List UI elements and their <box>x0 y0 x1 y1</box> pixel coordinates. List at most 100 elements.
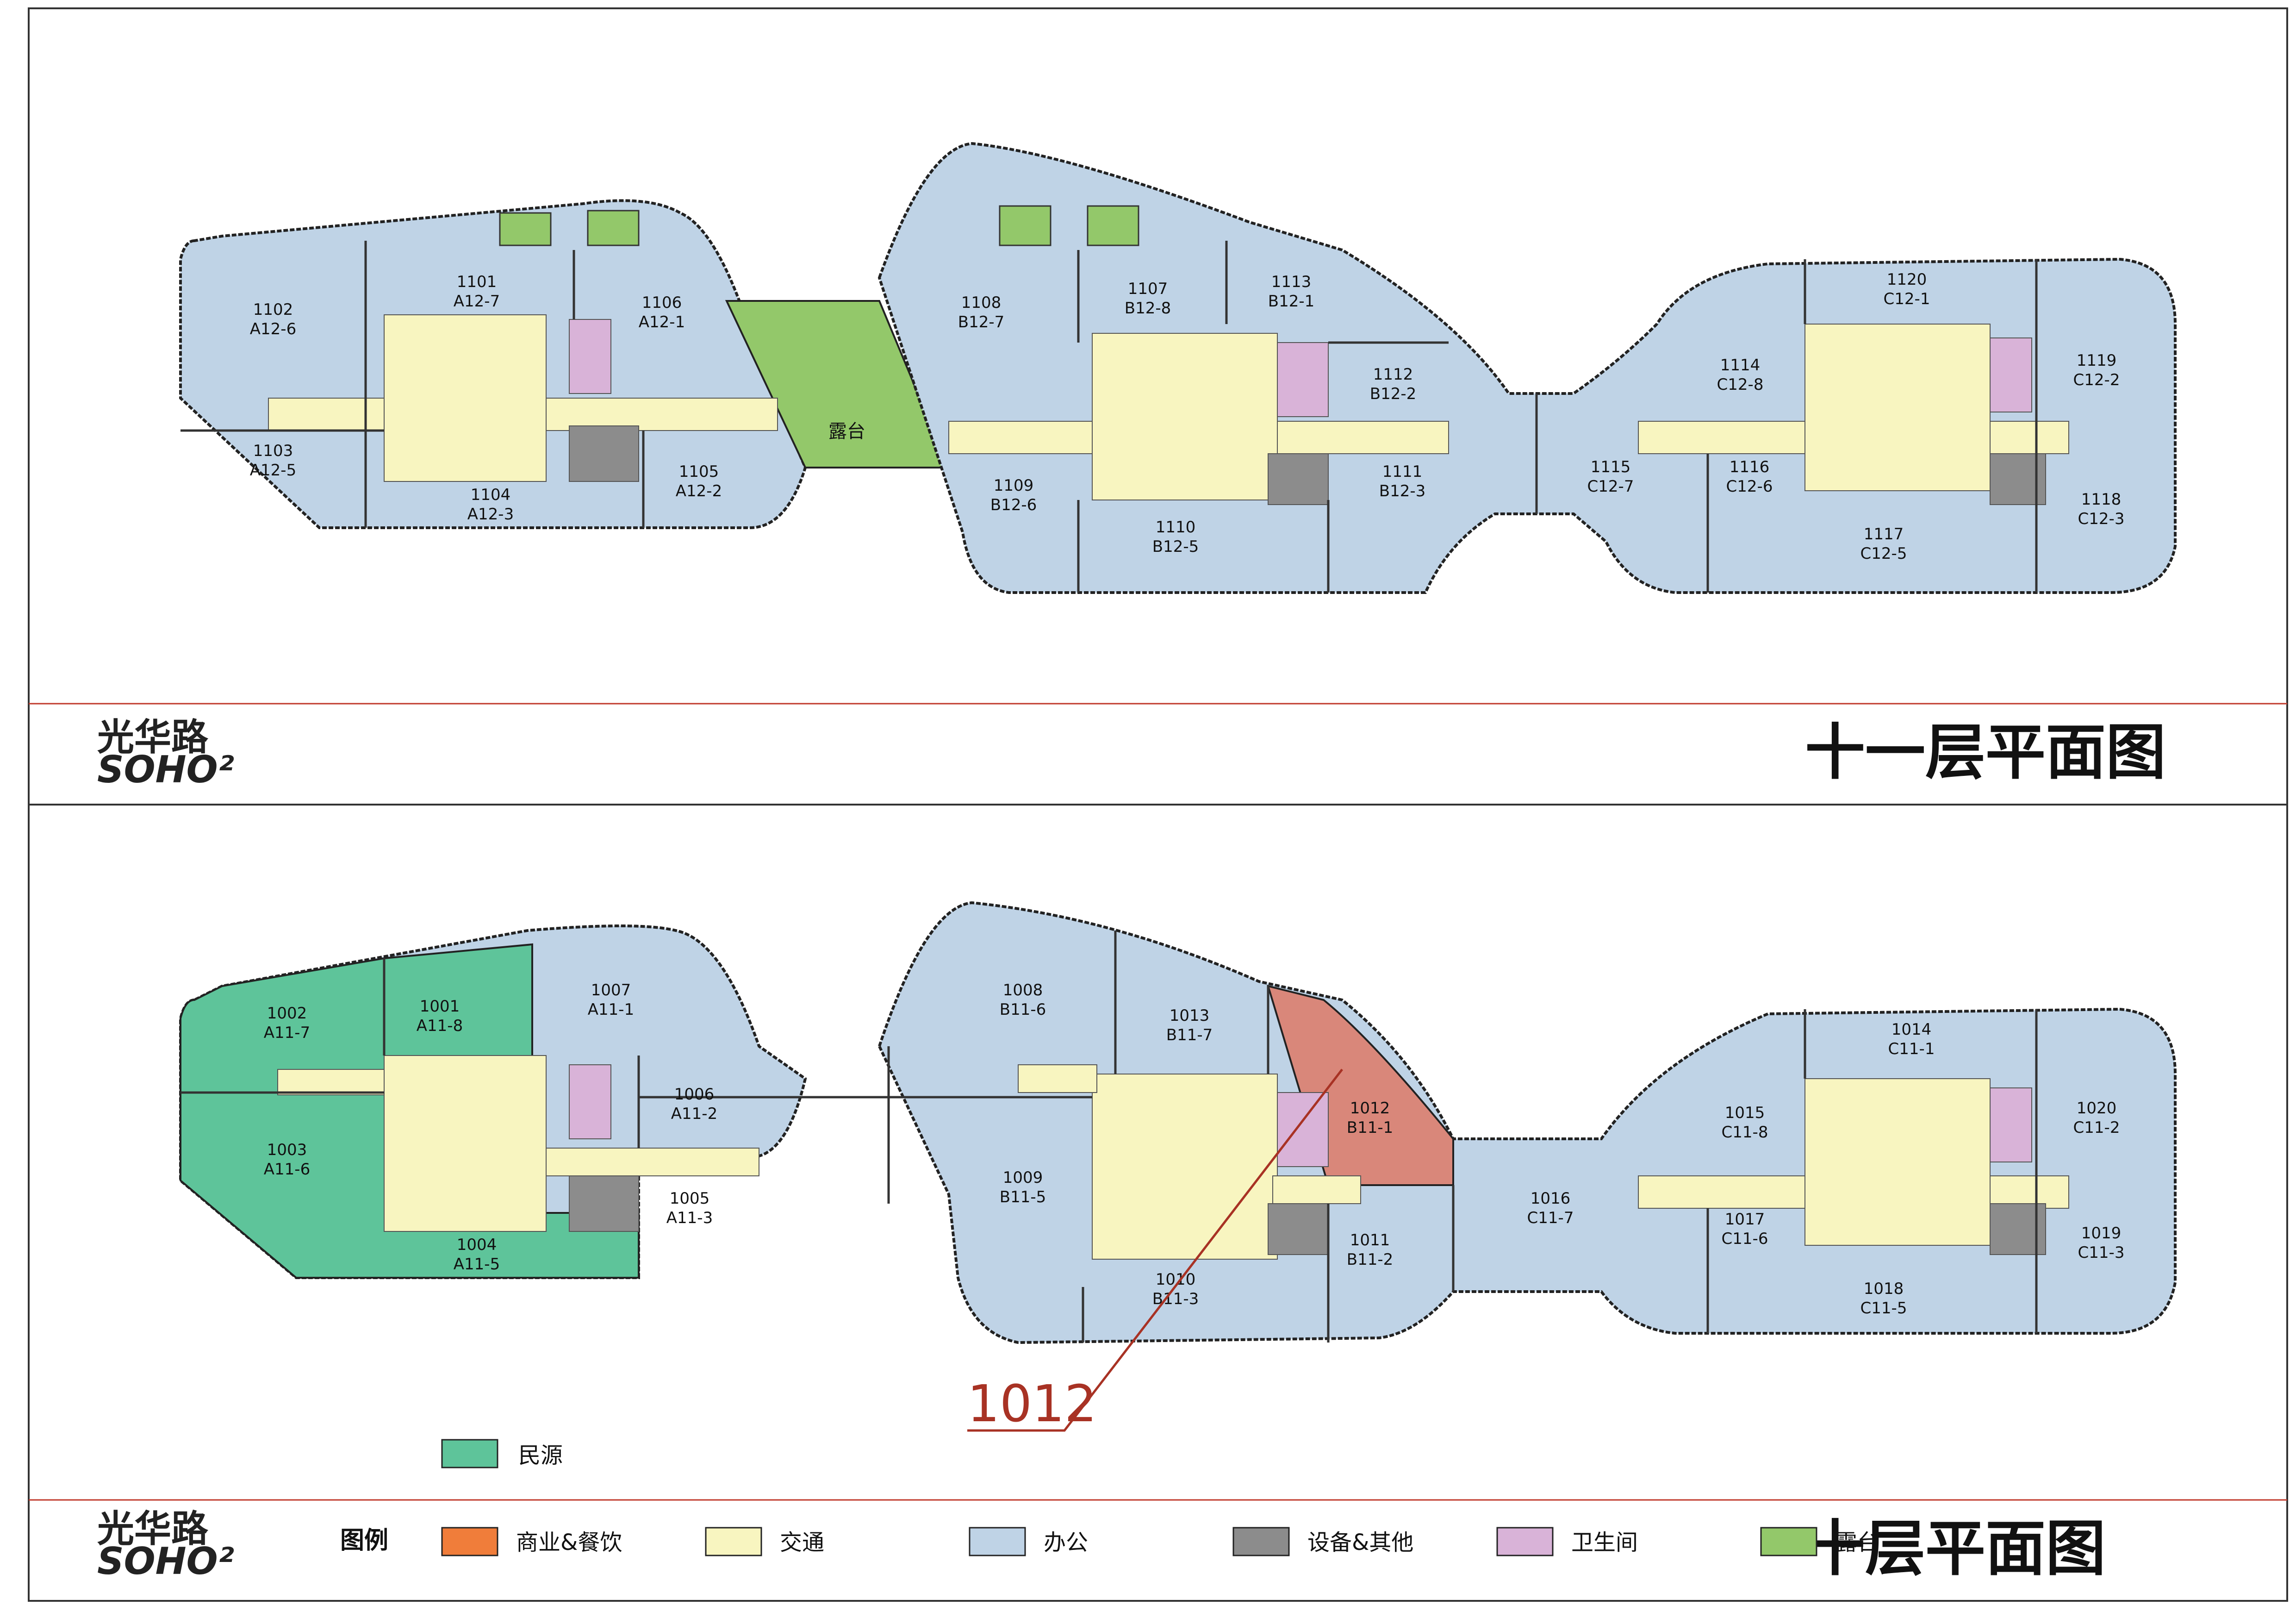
unit-number-1013: 1013 <box>1170 1006 1210 1025</box>
unit-code-1018: C11-5 <box>1860 1299 1907 1318</box>
unit-number-1015: 1015 <box>1725 1104 1765 1122</box>
core-b-11 <box>1092 333 1278 500</box>
unit-number-1110: 1110 <box>1156 518 1196 537</box>
unit-number-1117: 1117 <box>1864 525 1904 543</box>
unit-code-1110: B12-5 <box>1152 537 1199 556</box>
unit-number-1019: 1019 <box>2081 1224 2122 1243</box>
legend-swatch-5 <box>1760 1527 1817 1556</box>
floor-10-title: 十层平面图 <box>1805 1513 2106 1584</box>
toilet-c-11 <box>1990 337 2032 412</box>
unit-code-1016: C11-7 <box>1527 1209 1574 1227</box>
core-b-10 <box>1092 1074 1278 1260</box>
legend-swatch-2 <box>969 1527 1026 1556</box>
unit-number-1020: 1020 <box>2077 1099 2117 1118</box>
brand-logo-upper: 光华路 SOHO² <box>97 716 234 791</box>
unit-number-1115: 1115 <box>1591 458 1631 476</box>
equipment-a-11 <box>569 425 639 482</box>
unit-number-1113: 1113 <box>1271 273 1312 291</box>
unit-number-1101: 1101 <box>457 273 497 291</box>
toilet-a-10 <box>569 1064 611 1139</box>
roof-terrace-3-11 <box>999 205 1052 246</box>
floor-11-plan: 露台 1101A12-71102A12-61103A12-51104A12-31… <box>179 142 2177 594</box>
unit-code-1113: B12-1 <box>1268 292 1315 311</box>
unit-code-1020: C11-2 <box>2073 1118 2120 1137</box>
unit-code-1101: A12-7 <box>454 292 500 311</box>
unit-number-1102: 1102 <box>253 300 293 319</box>
unit-code-1103: A12-5 <box>250 461 296 480</box>
unit-number-1006: 1006 <box>674 1085 715 1104</box>
toilet-b-11 <box>1277 342 1329 417</box>
brand-logo-upper-line2: SOHO² <box>97 748 234 791</box>
floor-11-title: 十一层平面图 <box>1805 717 2166 787</box>
equipment-b-10 <box>1268 1203 1329 1255</box>
core-c-11 <box>1804 324 1991 491</box>
unit-code-1116: C12-6 <box>1726 477 1773 496</box>
unit-number-1111: 1111 <box>1382 462 1423 481</box>
unit-code-1106: A12-1 <box>639 313 685 331</box>
legend-swatch-4 <box>1496 1527 1554 1556</box>
core-c-10 <box>1804 1078 1991 1246</box>
unit-number-1106: 1106 <box>642 294 682 312</box>
partitions-10 <box>180 931 2038 1343</box>
unit-code-1007: A11-1 <box>588 1000 634 1019</box>
unit-code-1004: A11-5 <box>454 1255 500 1274</box>
legend-label-1: 交通 <box>780 1530 824 1555</box>
unit-number-1007: 1007 <box>591 981 631 999</box>
unit-code-1001: A11-8 <box>417 1017 463 1035</box>
unit-number-1119: 1119 <box>2077 351 2117 370</box>
unit-code-1008: B11-6 <box>1000 1000 1046 1019</box>
unit-code-1109: B12-6 <box>990 496 1037 514</box>
unit-number-1003: 1003 <box>267 1141 307 1159</box>
unit-number-1002: 1002 <box>267 1004 307 1023</box>
unit-code-1015: C11-8 <box>1722 1123 1768 1142</box>
unit-number-1112: 1112 <box>1373 365 1413 384</box>
corridor-a-10 <box>277 1069 398 1095</box>
legend-swatch-3 <box>1232 1527 1290 1556</box>
unit-code-1119: C12-2 <box>2073 371 2120 389</box>
unit-number-1009: 1009 <box>1003 1168 1043 1187</box>
core-a-10 <box>384 1055 547 1232</box>
brand-logo-lower: 光华路 SOHO² <box>97 1507 234 1583</box>
unit-code-1003: A11-6 <box>264 1160 310 1179</box>
unit-code-1011: B11-2 <box>1347 1250 1394 1269</box>
unit-code-1006: A11-2 <box>671 1105 717 1123</box>
legend-label-5: 露台 <box>1835 1530 1879 1555</box>
unit-number-1104: 1104 <box>471 486 511 504</box>
equipment-a-10 <box>569 1175 639 1232</box>
unit-code-1009: B11-5 <box>1000 1188 1046 1206</box>
unit-number-1017: 1017 <box>1725 1210 1765 1229</box>
unit-labels-11: 1101A12-71102A12-61103A12-51104A12-31105… <box>250 270 2125 563</box>
tenant-legend-swatch <box>441 1439 498 1468</box>
corridor-b-10 <box>1018 1064 1097 1093</box>
unit-code-1005: A11-3 <box>666 1209 713 1227</box>
tenant-legend-label: 民源 <box>518 1443 563 1468</box>
corridor-a2-10 <box>546 1148 759 1176</box>
unit-number-1012: 1012 <box>1350 1099 1390 1118</box>
unit-code-1115: C12-7 <box>1587 477 1634 496</box>
unit-code-1017: C11-6 <box>1722 1230 1768 1248</box>
unit-code-1120: C12-1 <box>1884 290 1930 308</box>
unit-number-1011: 1011 <box>1350 1231 1390 1249</box>
floor-10-plan: 1001A11-81002A11-71003A11-61004A11-51005… <box>179 901 2177 1433</box>
unit-number-1004: 1004 <box>457 1236 497 1254</box>
unit-code-1108: B12-7 <box>958 313 1005 331</box>
lower-frame <box>28 804 2288 1602</box>
equipment-b-11 <box>1268 453 1329 505</box>
unit-code-1107: B12-8 <box>1125 299 1171 318</box>
legend-items: 商业&餐饮交通办公设备&其他卫生间露台 <box>441 1527 1879 1556</box>
unit-code-1014: C11-1 <box>1888 1040 1935 1058</box>
core-a-11 <box>384 314 547 482</box>
legend-swatch-0 <box>441 1527 498 1556</box>
roof-terrace-4-11 <box>1087 205 1139 246</box>
unit-number-1001: 1001 <box>420 997 460 1016</box>
unit-number-1107: 1107 <box>1128 280 1168 298</box>
brand-logo-upper-line1: 光华路 <box>97 716 209 759</box>
toilet-c-10 <box>1990 1087 2032 1162</box>
unit-code-1105: A12-2 <box>676 482 722 500</box>
unit-code-1117: C12-5 <box>1860 544 1907 563</box>
unit-code-1112: B12-2 <box>1370 385 1417 403</box>
unit-code-1118: C12-3 <box>2078 510 2125 528</box>
toilet-a-11 <box>569 319 611 394</box>
unit-number-1018: 1018 <box>1864 1280 1904 1298</box>
